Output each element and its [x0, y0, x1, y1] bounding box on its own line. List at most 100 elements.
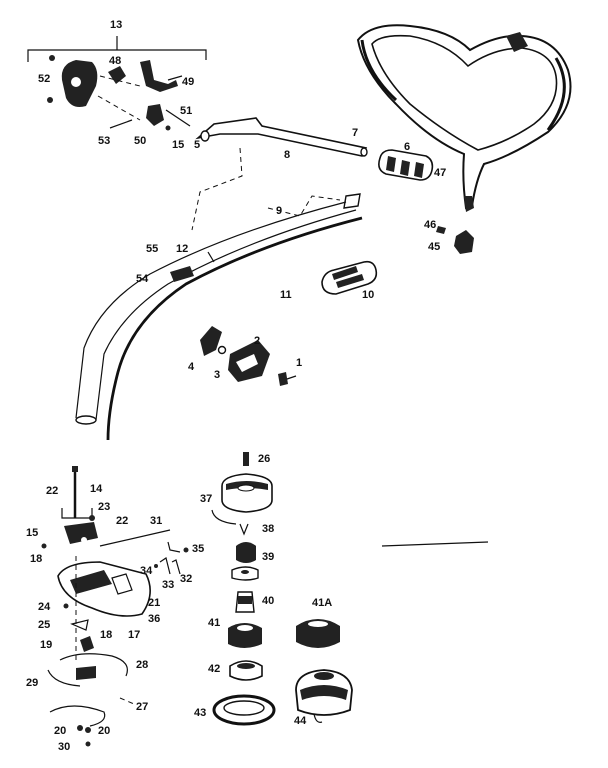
guard-29 — [47, 669, 81, 687]
shield-36-shade — [70, 570, 112, 594]
screw-18 — [41, 543, 47, 549]
label-28: 28 — [136, 659, 148, 671]
label-29: 29 — [26, 677, 38, 689]
label-22b: 22 — [116, 515, 128, 527]
spool-41a — [296, 619, 340, 648]
handle-bar-assembly — [191, 117, 368, 231]
label-54: 54 — [136, 273, 149, 285]
label-30: 30 — [58, 741, 70, 753]
label-6: 6 — [404, 141, 410, 153]
housing-hole — [71, 77, 81, 87]
shield-36-tab — [111, 573, 133, 595]
label-1: 1 — [296, 357, 302, 369]
bolt-26 — [243, 452, 249, 466]
clamp-4 — [200, 326, 222, 356]
shaft-14-tip — [72, 466, 78, 472]
label-44: 44 — [294, 715, 307, 727]
label-34: 34 — [140, 565, 153, 577]
clip-38 — [239, 523, 249, 536]
part-18b — [80, 636, 94, 652]
leader-27 — [119, 697, 135, 705]
label-20a: 20 — [54, 725, 66, 737]
spring-35 — [167, 541, 181, 553]
label-9: 9 — [276, 205, 282, 217]
assembly-leader-b — [99, 75, 141, 87]
label-47: 47 — [434, 167, 446, 179]
label-7: 7 — [352, 127, 358, 139]
label-13: 13 — [110, 19, 122, 31]
label-19: 19 — [40, 639, 52, 651]
label-22a: 22 — [46, 485, 58, 497]
label-55: 55 — [146, 243, 158, 255]
clamp-assembly — [200, 326, 297, 386]
spring-39 — [236, 542, 256, 563]
gear-housing — [64, 522, 98, 544]
part-48 — [108, 66, 126, 84]
strap-shade-right — [546, 57, 566, 131]
label-31: 31 — [150, 515, 162, 527]
spool-41a-hub — [308, 621, 328, 627]
washer-39b-hole — [241, 570, 249, 574]
label-25: 25 — [38, 619, 50, 631]
spool-41-hub — [237, 625, 253, 631]
label-21: 21 — [148, 597, 160, 609]
label-43: 43 — [194, 707, 206, 719]
pin-51 — [165, 109, 191, 127]
label-18a: 18 — [30, 553, 42, 565]
rod-31 — [99, 529, 171, 547]
label-42: 42 — [208, 663, 220, 675]
guard-28 — [59, 653, 128, 677]
label-15a: 15 — [172, 139, 184, 151]
strap-inner-edge — [371, 34, 558, 151]
strap-shade-left — [360, 39, 398, 102]
screw-52b — [47, 97, 53, 103]
label-17: 17 — [128, 629, 140, 641]
part-45 — [454, 230, 474, 254]
part-25 — [70, 619, 89, 631]
shoulder-strap-assembly — [356, 24, 572, 254]
shaft-end — [75, 415, 97, 425]
screw-24 — [63, 603, 69, 609]
label-23: 23 — [98, 501, 110, 513]
label-38: 38 — [262, 523, 274, 535]
guard-lower — [49, 705, 106, 727]
handle-leader — [191, 147, 243, 231]
label-24: 24 — [38, 601, 51, 613]
label-35: 35 — [192, 543, 204, 555]
label-41: 41 — [208, 617, 220, 629]
grip-10-ribs — [332, 266, 364, 288]
screw-20b — [85, 727, 91, 733]
shield-36 — [57, 561, 151, 617]
handle-bar — [195, 117, 368, 157]
label-39: 39 — [262, 551, 274, 563]
label-45: 45 — [428, 241, 440, 253]
label-36: 36 — [148, 613, 160, 625]
throttle-trigger — [140, 60, 178, 92]
screw-20a — [77, 725, 83, 731]
handle-bar-collar — [200, 130, 210, 142]
label-2: 2 — [254, 335, 260, 347]
spool-41 — [228, 623, 262, 648]
head-44-band — [300, 685, 348, 700]
shaft-tube-upper — [75, 201, 347, 419]
grip-10-assembly — [321, 260, 378, 295]
shaft-assembly — [75, 193, 363, 441]
strap-buckle — [506, 32, 528, 52]
label-18b: 18 — [100, 629, 112, 641]
trimmer-head-column — [211, 452, 276, 726]
label-4: 4 — [188, 361, 195, 373]
label-40: 40 — [262, 595, 274, 607]
screw-15 — [165, 125, 171, 131]
leader-37 — [211, 509, 237, 525]
shaft-coupling — [343, 193, 361, 209]
hub-42-ring — [237, 663, 255, 669]
label-11: 11 — [280, 289, 292, 301]
cover-37 — [221, 473, 273, 513]
label-5: 5 — [194, 139, 200, 151]
part-50 — [146, 104, 164, 126]
label-53: 53 — [98, 135, 110, 147]
label-48a: 48 — [109, 55, 121, 67]
ring-43-inner — [223, 700, 265, 716]
screw-35 — [183, 547, 189, 553]
